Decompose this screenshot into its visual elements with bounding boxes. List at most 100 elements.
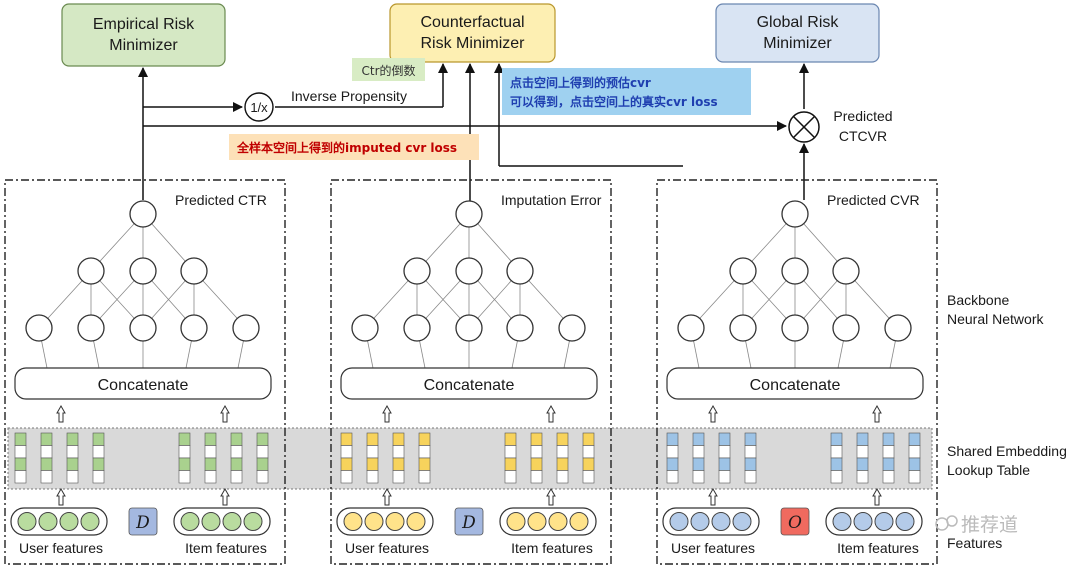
svg-text:可以得到，点击空间上的真实cvr loss: 可以得到，点击空间上的真实cvr loss (510, 94, 718, 109)
feature-node (201, 512, 221, 531)
hidden-node (781, 314, 809, 342)
feature-node (222, 512, 242, 531)
output-label: Imputation Error (501, 192, 602, 208)
up-arrow (220, 487, 230, 506)
feature-label: User features (671, 540, 755, 556)
embedding-vector (340, 432, 353, 484)
global-risk-minimizer: Global Risk Minimizer (715, 3, 880, 63)
hidden-node (180, 314, 208, 342)
hidden-node (129, 314, 157, 342)
hidden-node (351, 314, 379, 342)
feature-node (895, 512, 915, 531)
hidden-node (25, 314, 53, 342)
annotation-full-space: 全样本空间上得到的imputed cvr loss (229, 134, 479, 160)
shared-embedding-label-line2: Lookup Table (947, 462, 1030, 478)
concat-label: Concatenate (750, 377, 841, 394)
feature-node (527, 512, 547, 531)
concat-box (14, 367, 272, 400)
concat-label: Concatenate (424, 377, 515, 394)
concat-label: Concatenate (98, 377, 189, 394)
output-label: Predicted CTR (175, 192, 267, 208)
hidden-node (677, 314, 705, 342)
sample-space-icon (454, 507, 484, 536)
output-node (455, 200, 483, 228)
up-arrow (546, 487, 556, 506)
up-arrow (708, 487, 718, 506)
feature-node (406, 512, 426, 531)
feature-node (569, 512, 589, 531)
embedding-vector (882, 432, 895, 484)
up-arrow (872, 404, 882, 423)
hidden-node (180, 257, 208, 285)
embedding-vector (582, 432, 595, 484)
backbone-label: Backbone (947, 292, 1009, 308)
concat-box (666, 367, 924, 400)
hidden-node (832, 314, 860, 342)
hidden-node (403, 257, 431, 285)
embedding-vector (908, 432, 921, 484)
output-node (781, 200, 809, 228)
up-arrow (56, 404, 66, 423)
svg-text:Counterfactual: Counterfactual (420, 14, 524, 31)
embedding-vector (718, 432, 731, 484)
feature-node (180, 512, 200, 531)
hidden-node (781, 257, 809, 285)
hidden-node (129, 257, 157, 285)
embedding-vector (66, 432, 79, 484)
predicted-ctcvr-label: Predicted (833, 108, 892, 124)
hidden-node (77, 257, 105, 285)
embedding-vector (230, 432, 243, 484)
feature-node (732, 512, 752, 531)
feature-pill (10, 507, 108, 536)
up-arrow (708, 404, 718, 423)
up-arrow (56, 487, 66, 506)
feature-node (832, 512, 852, 531)
tower-frame (4, 179, 286, 565)
output-node (129, 200, 157, 228)
svg-text:全样本空间上得到的imputed cvr loss: 全样本空间上得到的imputed cvr loss (236, 140, 457, 155)
up-arrow (546, 404, 556, 423)
hidden-node (506, 314, 534, 342)
feature-label: Item features (837, 540, 919, 556)
hidden-node (729, 314, 757, 342)
annotation-ctr-inverse: Ctr的倒数 (352, 58, 425, 81)
svg-text:Minimizer: Minimizer (763, 35, 832, 52)
svg-text:Empirical Risk: Empirical Risk (93, 16, 195, 33)
embedding-vector (856, 432, 869, 484)
feature-label: Item features (511, 540, 593, 556)
hidden-node (832, 257, 860, 285)
feature-node (874, 512, 894, 531)
reciprocal-node: 1/x (244, 92, 274, 122)
svg-text:Ctr的倒数: Ctr的倒数 (361, 63, 415, 78)
feature-pill (662, 507, 760, 536)
feature-node (669, 512, 689, 531)
predicted-ctcvr-label-line2: CTCVR (839, 128, 887, 144)
sample-space-icon (128, 507, 158, 536)
svg-text:Minimizer: Minimizer (109, 37, 178, 54)
feature-node (711, 512, 731, 531)
tower-frame (656, 179, 938, 565)
feature-node (80, 512, 100, 531)
svg-text:点击空间上得到的预估cvr: 点击空间上得到的预估cvr (510, 75, 651, 90)
embedding-vector (256, 432, 269, 484)
embedding-vector (830, 432, 843, 484)
sample-space-symbol: O (788, 513, 802, 533)
hidden-node (558, 314, 586, 342)
multiply-node (788, 111, 820, 143)
hidden-node (403, 314, 431, 342)
up-arrow (872, 487, 882, 506)
embedding-vector (504, 432, 517, 484)
counterfactual-risk-minimizer: Counterfactual Risk Minimizer (389, 3, 556, 63)
feature-pill (825, 507, 923, 536)
hidden-node (455, 257, 483, 285)
backbone-label-line2: Neural Network (947, 311, 1044, 327)
concat-box (340, 367, 598, 400)
feature-node (17, 512, 37, 531)
feature-node (506, 512, 526, 531)
feature-label: User features (345, 540, 429, 556)
embedding-vector (40, 432, 53, 484)
svg-text:推荐道: 推荐道 (961, 514, 1018, 536)
